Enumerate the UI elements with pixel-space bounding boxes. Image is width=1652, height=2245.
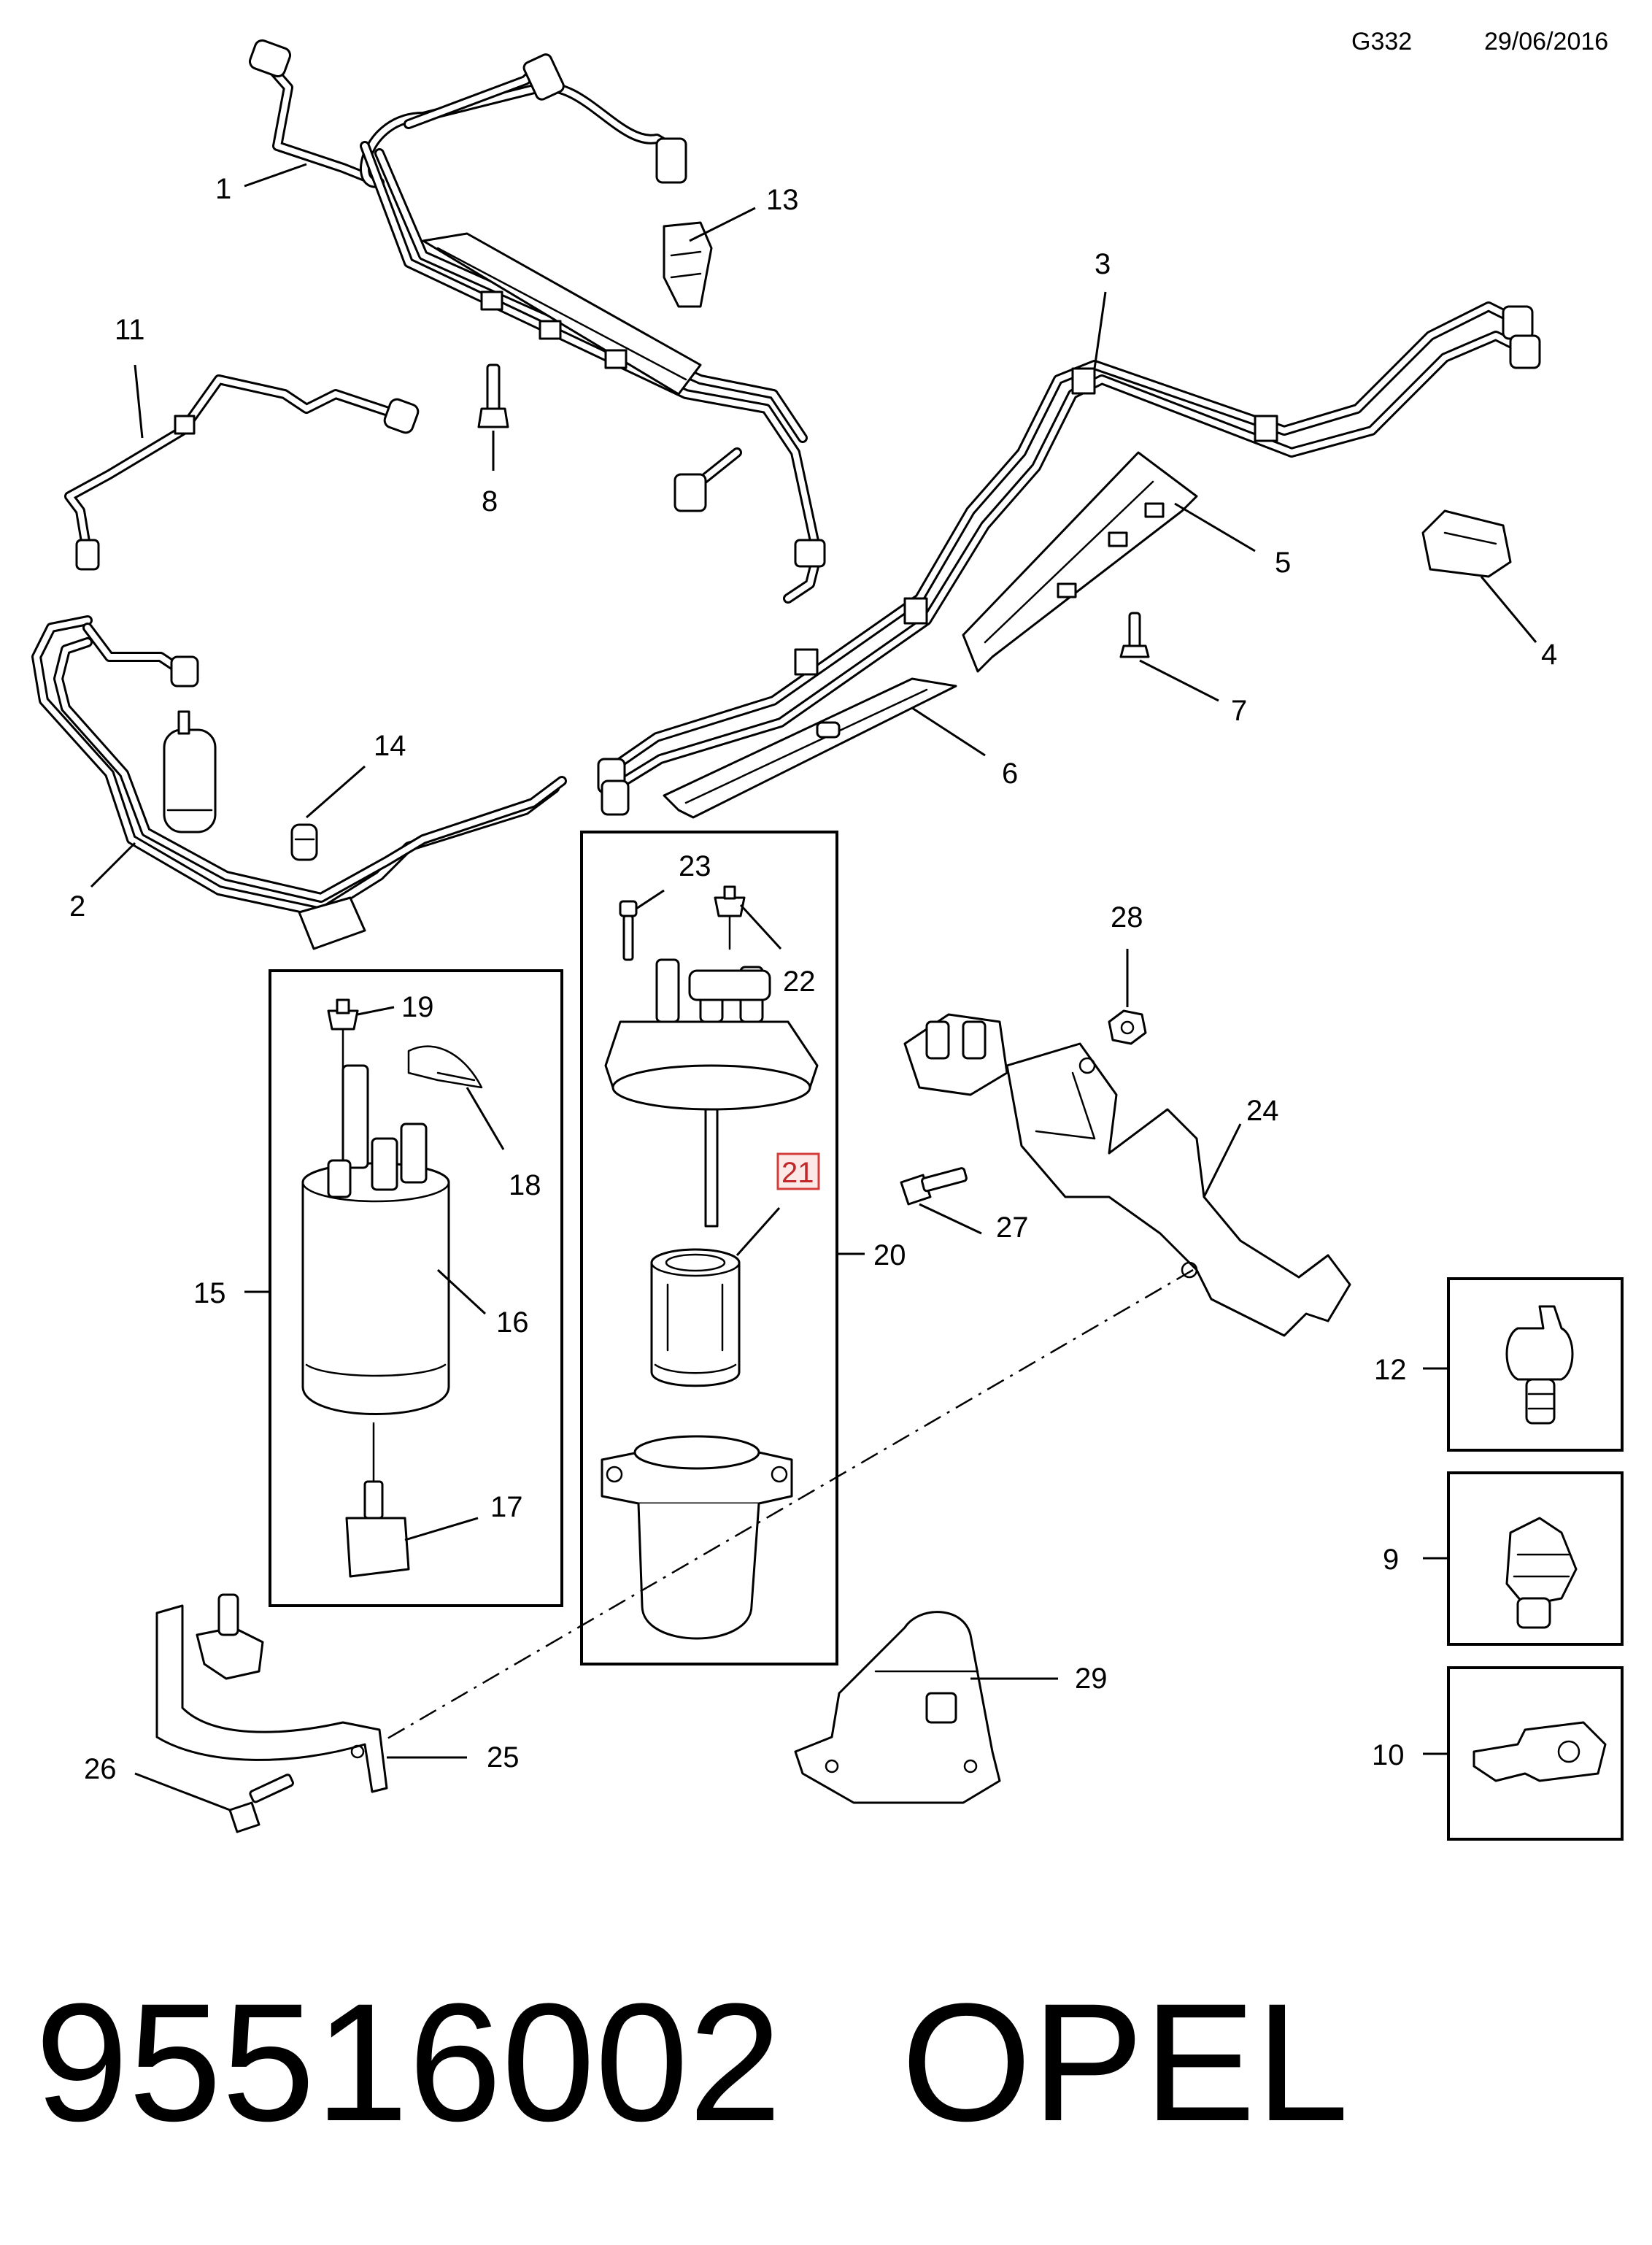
part-14-plug[interactable] (290, 823, 318, 861)
callout-7: 7 (1231, 695, 1247, 727)
part-number: 95516002 (35, 1968, 781, 2156)
part-13-clip[interactable] (663, 221, 713, 308)
part-8-bolt[interactable] (477, 363, 509, 428)
callout-21: 21 (781, 1157, 814, 1189)
part-29-protective-cover[interactable] (794, 1611, 1001, 1804)
callout-13: 13 (766, 184, 799, 216)
callout-5: 5 (1275, 547, 1291, 579)
callout-11: 11 (115, 314, 145, 346)
callout-10: 10 (1372, 1739, 1405, 1771)
group-box-20 (580, 831, 838, 1666)
part-28-nut[interactable] (1108, 1009, 1147, 1045)
part-25-mounting-strap[interactable] (155, 1593, 388, 1793)
part-16-fuel-filter[interactable] (301, 1064, 450, 1415)
detail-box-12 (1447, 1277, 1624, 1452)
part-9-clip[interactable] (1505, 1517, 1578, 1629)
callout-29: 29 (1075, 1663, 1108, 1695)
part-22-valve[interactable] (714, 885, 746, 950)
part-6-heat-shield[interactable] (663, 677, 957, 819)
part-10-bracket[interactable] (1472, 1721, 1607, 1782)
callout-26: 26 (84, 1753, 117, 1785)
callout-21-highlight (776, 1152, 820, 1190)
callout-14: 14 (374, 730, 406, 762)
part-7-screw[interactable] (1119, 612, 1150, 658)
callout-27: 27 (996, 1212, 1029, 1244)
part-12-clip[interactable] (1505, 1305, 1574, 1425)
part-24-mounting-bracket[interactable] (903, 1013, 1351, 1337)
part-3-fuel-line-assembly[interactable] (597, 301, 1541, 816)
group-box-15 (269, 969, 563, 1607)
part-21-filter-element[interactable] (650, 1248, 741, 1387)
callout-1: 1 (215, 173, 231, 205)
callout-23: 23 (679, 850, 711, 882)
callout-6: 6 (1002, 758, 1018, 790)
callout-19: 19 (401, 991, 434, 1023)
callout-18: 18 (509, 1169, 541, 1201)
part-20-filter-bowl[interactable] (601, 1435, 793, 1640)
part-27-bolt[interactable] (900, 1167, 968, 1206)
callout-4: 4 (1541, 639, 1557, 671)
callout-28: 28 (1111, 901, 1143, 933)
callout-24: 24 (1246, 1095, 1279, 1127)
part-11-fuel-line[interactable] (64, 374, 420, 571)
diagram-date: 29/06/2016 (1484, 28, 1608, 55)
part-2-fuel-line-assembly[interactable] (31, 615, 567, 950)
callout-20: 20 (873, 1239, 906, 1271)
part-26-bolt[interactable] (228, 1774, 294, 1833)
brand-name: OPEL (901, 1968, 1349, 2156)
part-19-vent-screw[interactable] (327, 998, 359, 1074)
callout-9: 9 (1383, 1544, 1399, 1576)
part-4-clip[interactable] (1421, 509, 1512, 578)
part-5-bracket[interactable] (962, 451, 1198, 673)
callout-8: 8 (482, 485, 498, 517)
diagram-code: G332 (1351, 28, 1412, 55)
part-1-fuel-line-assembly[interactable] (248, 39, 826, 604)
part-18-retaining-clip[interactable] (407, 1045, 483, 1089)
callout-12: 12 (1374, 1354, 1407, 1386)
part-23-screw[interactable] (619, 900, 638, 961)
callout-22: 22 (783, 966, 816, 998)
callout-15: 15 (193, 1277, 226, 1309)
callout-2: 2 (69, 890, 85, 923)
callout-16: 16 (496, 1306, 529, 1339)
callout-25: 25 (487, 1741, 520, 1774)
callout-3: 3 (1095, 248, 1111, 280)
part-20-filter-head[interactable] (604, 958, 819, 1228)
part-17-water-sensor[interactable] (345, 1422, 410, 1578)
callout-17: 17 (490, 1491, 523, 1523)
